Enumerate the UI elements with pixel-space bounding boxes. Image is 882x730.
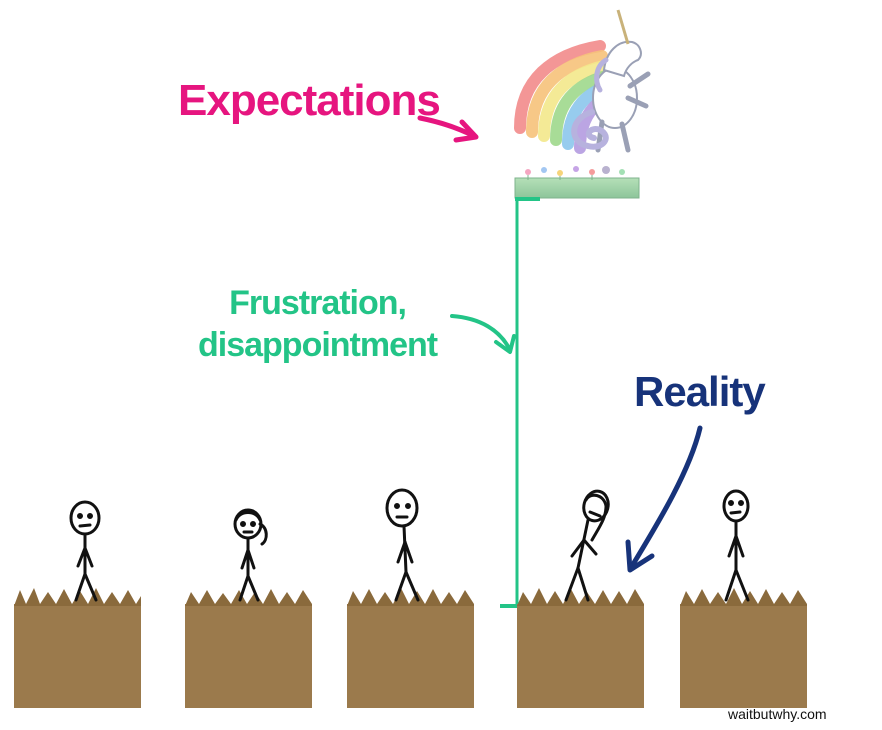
unicorn-rainbow-icon [514,9,651,154]
dirt-block [185,589,312,708]
dirt-block [347,588,474,708]
site-credit: waitbutwhy.com [728,706,827,722]
dirt-block [14,588,141,708]
reality-arrow [629,425,703,569]
stick-figure-icon [385,488,420,602]
dirt-block [517,588,644,708]
frustration-label: Frustration, disappointment [198,282,438,366]
gap-measure-line [500,197,540,608]
expectations-label: Expectations [178,76,441,125]
stick-figure-icon [564,489,610,602]
stick-figure-icon [233,508,268,602]
expectations-platform [514,166,640,199]
reality-arrowhead [625,539,655,573]
expectations-arrowhead [453,119,479,143]
frustration-arrow [450,314,512,352]
stick-figure-icon [722,489,750,602]
dirt-block [680,588,807,708]
reality-label: Reality [634,368,766,415]
stick-figure-icon [69,500,101,602]
frustration-label-line2: disappointment [198,326,438,364]
frustration-label-line1: Frustration, [229,284,407,322]
frustration-arrowhead [494,334,516,354]
